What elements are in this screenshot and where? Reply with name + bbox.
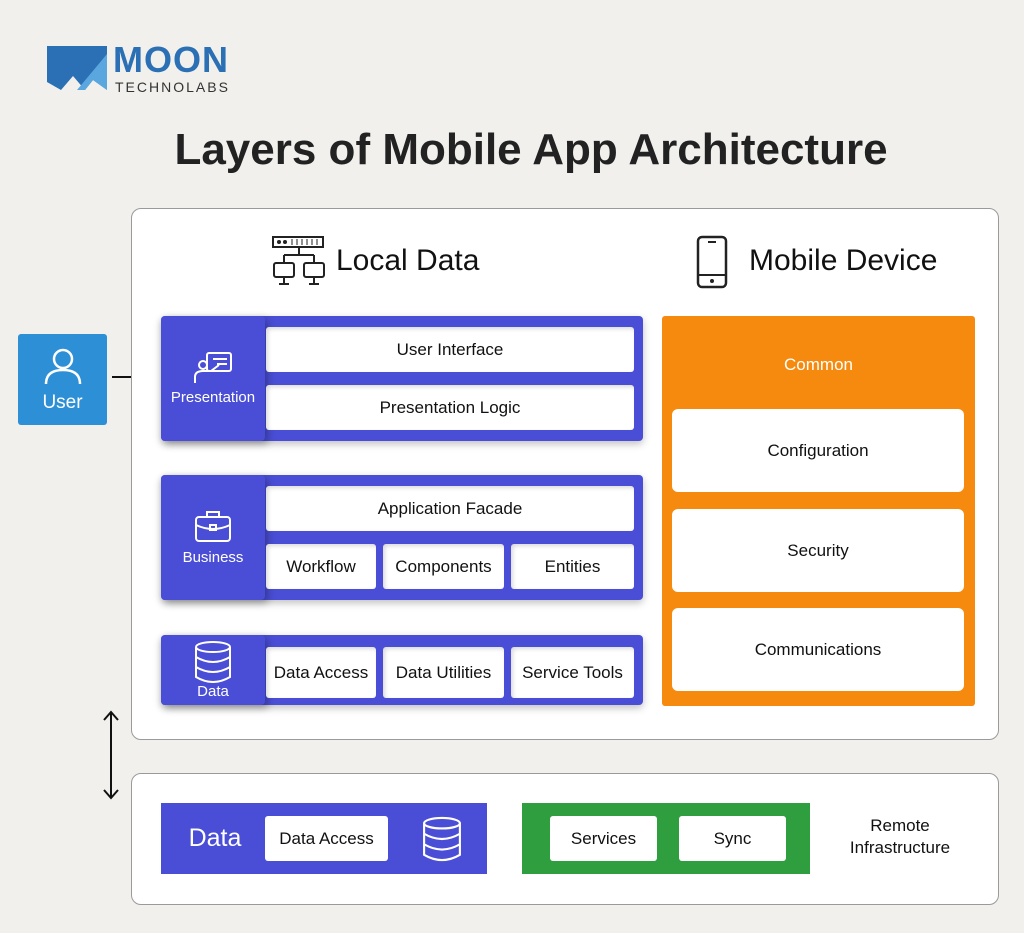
database-icon bbox=[195, 640, 231, 683]
logo-name: MOON bbox=[113, 39, 229, 80]
data-access-cell: Data Access bbox=[266, 647, 376, 698]
business-label: Business bbox=[182, 549, 244, 566]
data-label-block: Data bbox=[161, 635, 265, 705]
logo: MOON TECHNOLABS bbox=[47, 39, 237, 96]
services-cell: Services bbox=[550, 816, 657, 861]
presentation-label-block: Presentation bbox=[161, 316, 265, 441]
configuration-card: Configuration bbox=[672, 409, 964, 492]
remote-label-line1: Remote bbox=[870, 816, 930, 835]
business-label-block: Business bbox=[161, 475, 265, 600]
briefcase-icon bbox=[195, 511, 231, 542]
workflow-cell: Workflow bbox=[266, 544, 376, 589]
components-cell: Components bbox=[383, 544, 504, 589]
page-title: Layers of Mobile App Architecture bbox=[174, 125, 888, 174]
user-box: User bbox=[18, 334, 107, 425]
logo-sub: TECHNOLABS bbox=[115, 79, 230, 95]
data-label: Data bbox=[197, 682, 229, 700]
phone-icon bbox=[696, 235, 728, 289]
mobile-device-title: Mobile Device bbox=[749, 244, 938, 277]
presenter-icon bbox=[194, 352, 232, 383]
user-icon bbox=[44, 348, 81, 384]
network-icon bbox=[272, 236, 325, 285]
remote-database-icon bbox=[423, 816, 461, 862]
entities-cell: Entities bbox=[511, 544, 634, 589]
presentation-logic-row: Presentation Logic bbox=[266, 385, 634, 430]
remote-data-access: Data Access bbox=[265, 816, 388, 861]
communications-card: Communications bbox=[672, 608, 964, 691]
logo-mark-icon bbox=[47, 46, 107, 90]
remote-label-line2: Infrastructure bbox=[849, 838, 951, 857]
service-tools-cell: Service Tools bbox=[511, 647, 634, 698]
common-label: Common bbox=[784, 355, 853, 374]
data-utilities-cell: Data Utilities bbox=[383, 647, 504, 698]
local-data-title: Local Data bbox=[336, 244, 480, 277]
application-facade-row: Application Facade bbox=[266, 486, 634, 531]
user-interface-row: User Interface bbox=[266, 327, 634, 372]
security-card: Security bbox=[672, 509, 964, 592]
double-arrow-icon bbox=[103, 710, 119, 800]
presentation-label: Presentation bbox=[170, 389, 256, 406]
user-label: User bbox=[42, 391, 83, 413]
remote-data-label: Data bbox=[188, 823, 242, 852]
remote-infrastructure-label: Remote Infrastructure bbox=[830, 814, 970, 860]
sync-cell: Sync bbox=[679, 816, 786, 861]
